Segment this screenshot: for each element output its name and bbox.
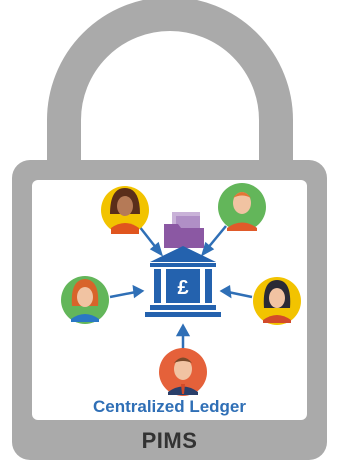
person-top-left-icon	[101, 186, 149, 234]
arrow-top-right	[206, 225, 227, 250]
bank-icon: £	[145, 246, 221, 317]
currency-symbol: £	[177, 277, 188, 299]
person-right-icon	[253, 277, 301, 325]
lock-shackle	[47, 0, 293, 172]
arrow-right	[227, 290, 253, 299]
person-bottom-icon	[159, 348, 207, 396]
person-left-icon	[61, 276, 109, 324]
arrow-top-left	[138, 225, 158, 250]
arrows	[109, 225, 253, 352]
pims-label: PIMS	[141, 428, 198, 453]
arrow-left	[109, 290, 137, 299]
centralized-ledger-caption: Centralized Ledger	[92, 397, 247, 416]
person-top-right-icon	[218, 183, 266, 231]
folder-icon	[164, 212, 204, 248]
